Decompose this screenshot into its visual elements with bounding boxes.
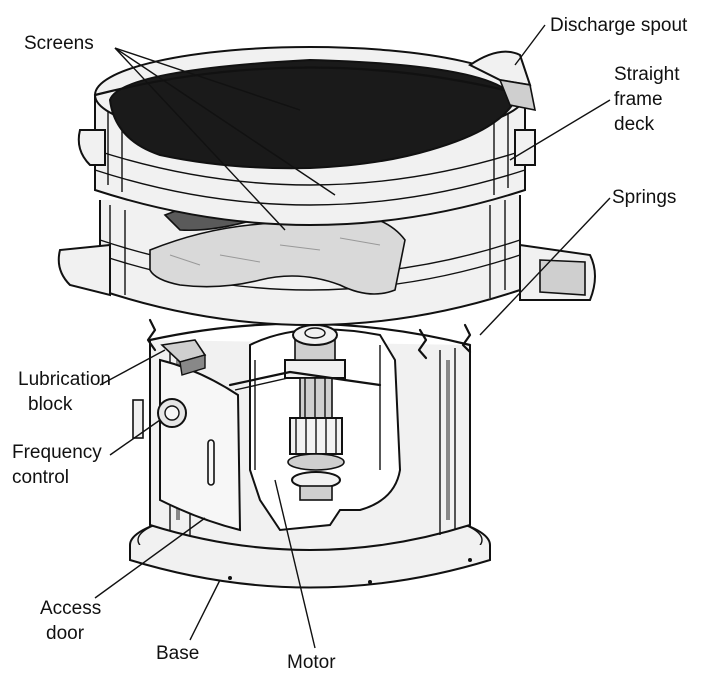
- label-straight-frame-deck-2: frame: [614, 89, 663, 110]
- label-straight-frame-deck-3: deck: [614, 114, 655, 135]
- frequency-control-knob[interactable]: [132, 398, 187, 439]
- leader-frequency-control: [109, 419, 161, 456]
- leader-screens-3: [114, 47, 286, 231]
- leader-access-door: [94, 517, 206, 599]
- leader-lubrication-block: [99, 349, 166, 386]
- leader-motor: [274, 479, 316, 649]
- leader-lines: [94, 24, 611, 649]
- leader-springs: [479, 197, 611, 336]
- top-screen: [93, 46, 527, 170]
- discharge-spout: [468, 50, 537, 112]
- label-straight-frame-deck-1: Straight: [614, 64, 680, 85]
- label-frequency-control-1: Frequency: [12, 442, 102, 463]
- label-motor: Motor: [287, 652, 336, 673]
- fine-screen: [149, 214, 406, 295]
- label-lubrication-block-2: block: [28, 394, 73, 415]
- motor: [228, 324, 382, 501]
- leader-screens-1: [114, 47, 301, 111]
- label-base: Base: [156, 643, 199, 664]
- label-springs: Springs: [612, 187, 676, 208]
- label-screens: Screens: [24, 33, 94, 54]
- side-outlet-flange: [57, 243, 596, 301]
- label-access-door-2: door: [46, 623, 85, 644]
- label-discharge-spout: Discharge spout: [550, 15, 688, 36]
- leader-base: [189, 579, 221, 641]
- label-lubrication-block-1: Lubrication: [18, 369, 111, 390]
- lubrication-block: [160, 339, 207, 376]
- labels: Screens Discharge spout Straight frame d…: [12, 15, 688, 673]
- leader-discharge-spout: [514, 24, 546, 66]
- leader-screens-2: [114, 47, 336, 196]
- springs: [146, 318, 472, 360]
- label-access-door-1: Access: [40, 598, 101, 619]
- leader-straight-frame-deck: [509, 99, 611, 161]
- label-frequency-control-2: control: [12, 467, 69, 488]
